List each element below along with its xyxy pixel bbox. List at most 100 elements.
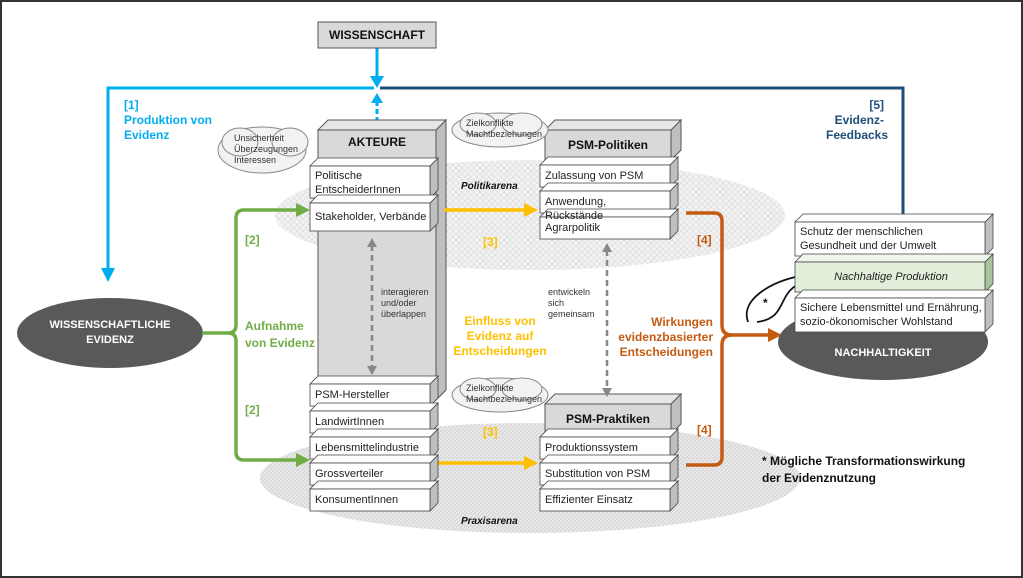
flow-4-arrowhead <box>768 328 782 342</box>
akteure-item-2-label: Lebensmittelindustrie <box>315 442 419 454</box>
note-line: gemeinsam <box>548 309 595 319</box>
cloud-akteure <box>217 126 309 174</box>
politik-item-1-top <box>539 182 679 192</box>
flow-3-text-2: Evidenz auf <box>466 329 534 343</box>
flow-1-line <box>106 86 374 270</box>
footnote-line-2: der Evidenznutzung <box>762 471 876 485</box>
akteure-item-4-label: KonsumentInnen <box>315 494 399 506</box>
praktiken-item-0-top <box>539 428 679 438</box>
flow-5-number: [5] <box>869 98 884 112</box>
praktiken-item-0-label: Produktionssystem <box>545 442 638 454</box>
flow-4-number-top: [4] <box>697 233 712 247</box>
outcome-food <box>794 297 986 333</box>
note-line: und/oder <box>381 298 417 308</box>
akteure-item-2-top <box>309 428 439 438</box>
politik-item-0-label: Zulassung von PSM <box>545 170 644 182</box>
flow-1-label: [1] Produktion von Evidenz <box>124 98 212 143</box>
politik-item-2 <box>539 216 671 240</box>
co-develop-note: entwickeln sich gemeinsam <box>548 287 595 320</box>
note-line: sich <box>548 298 565 308</box>
cloud-line: Interessen <box>234 155 277 165</box>
note-line: interagieren <box>381 287 429 297</box>
akteure-header: AKTEURE <box>347 135 406 149</box>
politik-item-1-label: Anwendung, Rückstände <box>545 196 607 222</box>
akteure-item-1-label: LandwirtInnen <box>315 416 385 428</box>
flow-1-text-1: Produktion von <box>124 113 212 127</box>
wissenschaft-label: WISSENSCHAFT <box>329 28 425 42</box>
cloud-line: Überzeugungen <box>234 144 299 154</box>
flow-4-text-1: Wirkungen <box>651 315 713 329</box>
footnote-star: * <box>762 454 767 468</box>
science-evidence-label: WISSENSCHAFTLICHE EVIDENZ <box>40 318 180 348</box>
akteure-item-politische <box>309 165 431 199</box>
outcome-production-top <box>794 253 994 263</box>
flow-1-text-2: Evidenz <box>124 128 170 142</box>
outcome-production-label: Nachhaltige Produktion <box>834 271 948 283</box>
flow-5-text-2: Feedbacks <box>826 128 889 142</box>
cloud-line: Machtbeziehungen <box>466 129 543 139</box>
flow-2-text-1: Aufnahme <box>245 319 304 333</box>
akteure-item-stakeholder <box>309 202 431 232</box>
flow-4-number-bottom: [4] <box>697 423 712 437</box>
cloud-line: Zielkonflikte <box>466 383 514 393</box>
outcome-food-label: Sichere Lebensmittel und Ernährung, sozi… <box>800 302 982 328</box>
science-down-arrowhead <box>370 76 384 88</box>
akteure-item-politische-top <box>309 157 439 167</box>
praktiken-cloud-text: Zielkonflikte Machtbeziehungen <box>466 383 542 405</box>
science-evidence-line: WISSENSCHAFTLICHE <box>49 319 171 331</box>
cloud-politik <box>451 112 549 148</box>
akteure-up-arrowhead <box>371 93 383 103</box>
outcome-health-label: Schutz der menschlichen Gesundheit und d… <box>800 226 937 252</box>
politik-header: PSM-Politiken <box>567 138 648 152</box>
flow-3-text-3: Entscheidungen <box>453 344 547 358</box>
flow-1-number: [1] <box>124 98 139 112</box>
akteure-item-3-label: Grossverteiler <box>315 468 384 480</box>
flow-4-label: Wirkungen evidenzbasierter Entscheidunge… <box>608 315 713 360</box>
flow-2-label: Aufnahme von Evidenz <box>245 318 315 352</box>
cloud-line: Zielkonflikte <box>466 118 514 128</box>
flow-2-arrowhead-bottom <box>296 453 310 467</box>
footnote-line-1: Mögliche Transformationswirkung <box>770 454 966 468</box>
praktiken-item-2-label: Effizienter Einsatz <box>545 494 633 506</box>
science-evidence-ellipse <box>17 298 203 368</box>
outcome-health <box>794 221 986 257</box>
footnote: * Mögliche Transformationswirkung der Ev… <box>762 453 965 487</box>
wissenschaft-box <box>317 21 437 49</box>
akteure-item-3-top <box>309 454 439 464</box>
outcome-food-top <box>794 289 994 299</box>
flow-3-label: Einfluss von Evidenz auf Entscheidungen <box>445 314 555 359</box>
flow-5-text-1: Evidenz- <box>834 113 884 127</box>
sustainability-label: NACHHALTIGKEIT <box>834 347 932 359</box>
akteure-item-0-label: PSM-Hersteller <box>315 389 390 401</box>
akteure-item-4 <box>309 488 431 512</box>
flow-2-text-2: von Evidenz <box>245 336 316 350</box>
praktiken-header: PSM-Praktiken <box>565 412 651 426</box>
praxisarena-label: Praxisarena <box>461 516 518 527</box>
politik-cloud-text: Zielkonflikte Machtbeziehungen <box>466 118 542 140</box>
outcome-health-top <box>794 213 994 223</box>
politik-item-2-label: Agrarpolitik <box>545 222 601 234</box>
akteure-item-4-top <box>309 480 439 490</box>
transformation-star: * <box>763 296 768 310</box>
akteure-item-0-top <box>309 375 439 385</box>
cloud-praktiken <box>451 377 549 413</box>
transformation-arrow-outer <box>745 275 801 323</box>
flow-4-text-3: Entscheidungen <box>619 345 713 359</box>
politikarena-label: Politikarena <box>461 181 518 192</box>
politik-item-0-top <box>539 156 679 166</box>
flow-4-text-2: evidenzbasierter <box>618 330 713 344</box>
praktiken-item-2-top <box>539 480 679 490</box>
flow-2-arrowhead-top <box>296 203 310 217</box>
interact-note: interagieren und/oder überlappen <box>381 287 429 320</box>
flow-1-arrowhead <box>101 268 115 282</box>
science-evidence-line: EVIDENZ <box>86 334 134 346</box>
praktiken-item-1-top <box>539 454 679 464</box>
cloud-line: Machtbeziehungen <box>466 394 543 404</box>
cloud-line: Unsicherheit <box>234 133 285 143</box>
flow-3-number-bottom: [3] <box>483 425 498 439</box>
outcome-production <box>794 261 986 293</box>
note-line: entwickeln <box>548 287 591 297</box>
note-line: überlappen <box>381 309 427 319</box>
praktiken-item-1-label: Substitution von PSM <box>545 468 651 480</box>
